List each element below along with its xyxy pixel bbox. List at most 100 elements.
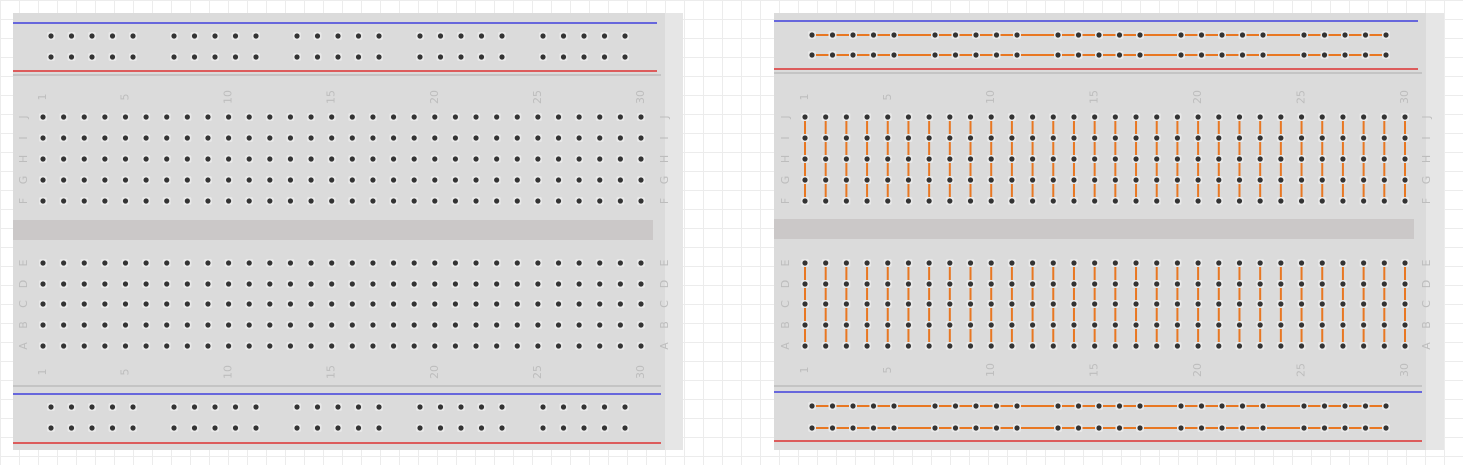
hole <box>802 177 808 183</box>
hole <box>967 260 974 266</box>
hole <box>246 301 252 307</box>
hole <box>246 177 252 183</box>
hole <box>355 404 362 410</box>
hole <box>1236 135 1243 141</box>
hole <box>988 301 994 307</box>
hole <box>1029 198 1036 204</box>
hole <box>1239 403 1246 409</box>
hole <box>184 177 190 183</box>
hole <box>535 114 541 120</box>
row-letter-label: G <box>17 176 30 185</box>
hole <box>143 177 149 183</box>
hole <box>864 260 870 266</box>
hole <box>1257 260 1263 266</box>
hole <box>437 54 444 60</box>
hole <box>926 343 932 349</box>
hole <box>1298 260 1305 266</box>
hole <box>1195 260 1201 266</box>
hole <box>885 322 891 328</box>
hole <box>287 114 294 120</box>
column-number-label: 5 <box>881 94 894 101</box>
hole <box>452 343 459 349</box>
hole <box>81 114 87 120</box>
hole <box>638 343 644 349</box>
hole <box>1236 177 1243 183</box>
hole <box>130 33 136 39</box>
hole <box>225 343 232 349</box>
hole <box>843 281 849 287</box>
hole <box>61 322 67 328</box>
hole <box>1154 343 1160 349</box>
hole <box>1154 281 1160 287</box>
hole <box>390 177 397 183</box>
hole <box>308 260 314 266</box>
row-letter-label: C <box>1420 300 1433 308</box>
hole <box>1174 343 1181 349</box>
hole <box>850 52 856 58</box>
hole <box>560 33 567 39</box>
hole <box>555 301 562 307</box>
row-letter-label: E <box>17 259 30 266</box>
hole <box>329 198 335 204</box>
hole <box>81 281 87 287</box>
column-number-label: 30 <box>1398 90 1411 104</box>
hole <box>1321 32 1328 38</box>
hole <box>1216 343 1222 349</box>
hole <box>1257 301 1263 307</box>
hole <box>540 425 546 431</box>
hole <box>988 114 994 120</box>
hole <box>926 156 932 162</box>
hole <box>891 32 897 38</box>
hole <box>1133 343 1139 349</box>
hole <box>988 135 994 141</box>
hole <box>823 301 829 307</box>
hole <box>171 425 177 431</box>
hole <box>225 177 232 183</box>
hole <box>329 322 335 328</box>
hole <box>952 403 959 409</box>
hole <box>287 281 294 287</box>
hole <box>1195 156 1201 162</box>
hole <box>905 343 912 349</box>
hole <box>314 425 321 431</box>
hole <box>850 425 856 431</box>
row-letter-label: F <box>658 198 671 204</box>
hole <box>864 301 870 307</box>
row-letter-label: J <box>779 115 792 119</box>
hole <box>370 156 376 162</box>
row-letter-label: C <box>658 300 671 308</box>
hole <box>253 54 259 60</box>
hole <box>191 33 198 39</box>
hole <box>370 198 376 204</box>
hole <box>829 52 836 58</box>
hole <box>205 135 211 141</box>
hole <box>267 156 273 162</box>
hole <box>1133 260 1139 266</box>
hole <box>973 403 979 409</box>
hole <box>308 198 314 204</box>
row-letter-label: F <box>779 198 792 204</box>
hole <box>225 114 232 120</box>
hole <box>1278 198 1284 204</box>
hole <box>926 177 932 183</box>
hole <box>335 33 341 39</box>
hole <box>597 177 603 183</box>
hole <box>1342 52 1348 58</box>
hole <box>1178 32 1184 38</box>
hole <box>1340 343 1346 349</box>
hole <box>294 33 300 39</box>
hole <box>246 281 252 287</box>
hole <box>1092 322 1098 328</box>
row-letter-label: D <box>658 280 671 288</box>
hole <box>535 177 541 183</box>
hole <box>143 260 149 266</box>
hole <box>1342 425 1348 431</box>
hole <box>1278 301 1284 307</box>
row-letter-label: F <box>17 198 30 204</box>
hole <box>1133 198 1139 204</box>
hole <box>514 156 520 162</box>
hole <box>1071 135 1077 141</box>
hole <box>1257 114 1263 120</box>
hole <box>390 156 397 162</box>
